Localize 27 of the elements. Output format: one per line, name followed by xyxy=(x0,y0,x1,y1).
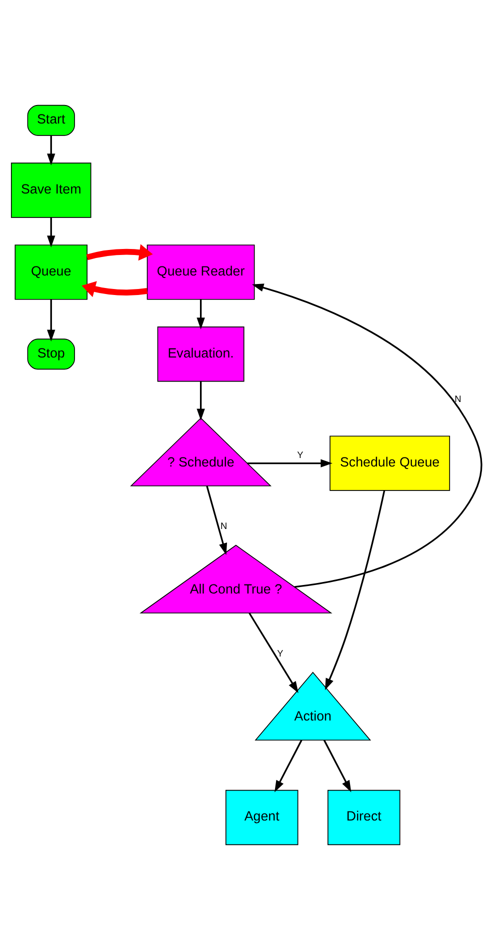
arrow xyxy=(82,280,148,297)
node-box: Queue xyxy=(14,244,88,300)
arrow xyxy=(274,739,302,792)
arrow xyxy=(206,485,228,554)
arrow xyxy=(47,135,56,165)
arrow xyxy=(196,299,205,329)
arrow xyxy=(86,244,153,260)
node-box: Stop xyxy=(27,338,75,370)
edge-label: N xyxy=(454,394,462,404)
arrow xyxy=(47,299,56,342)
node-box: Queue Reader xyxy=(146,244,255,300)
node-box: Start xyxy=(27,104,75,136)
node-box: Save Item xyxy=(10,162,92,218)
edge-label: Y xyxy=(277,648,284,658)
arrow xyxy=(324,490,386,690)
node-box: Agent xyxy=(225,789,298,845)
arrow xyxy=(47,217,56,247)
node-box: Evaluation. xyxy=(157,326,244,382)
arrow xyxy=(248,612,298,693)
edge-label: Y xyxy=(297,450,304,460)
node-box: Schedule Queue xyxy=(330,435,450,490)
arrow xyxy=(323,739,352,792)
arrow xyxy=(252,283,482,588)
arrow xyxy=(196,381,205,420)
arrow xyxy=(247,458,332,467)
node-box: Direct xyxy=(328,789,400,845)
edge-label: N xyxy=(220,520,228,531)
